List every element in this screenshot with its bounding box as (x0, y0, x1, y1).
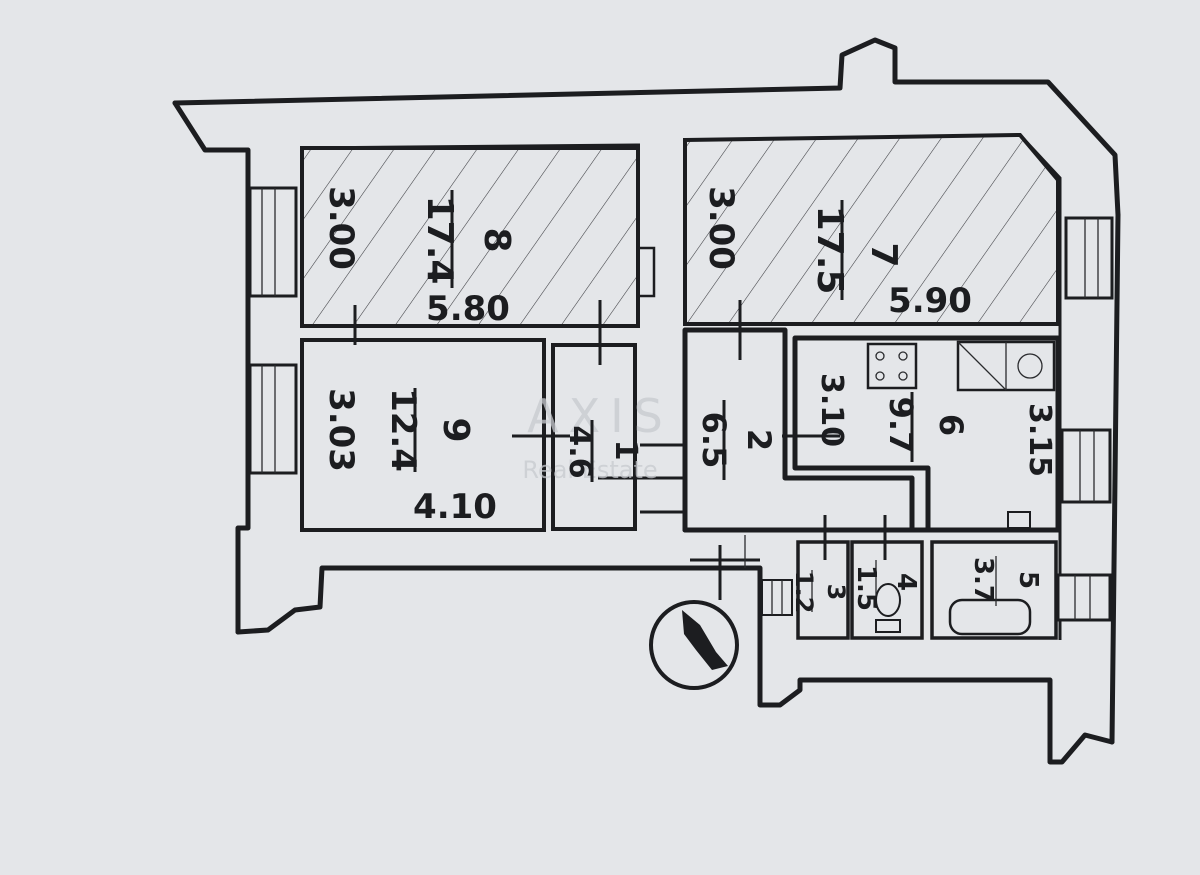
room-2-number: 2 (740, 429, 778, 451)
room-7-area: 17.5 (809, 206, 850, 295)
room-8-area: 17.4 (419, 196, 460, 285)
lower-block (682, 527, 1061, 640)
door-marks (353, 300, 887, 600)
watermark-sub: Real Estate (522, 456, 657, 484)
stove-icon (866, 342, 918, 390)
room-3-number: 3 (822, 584, 850, 601)
room-7-length: 5.90 (888, 281, 972, 321)
sink-icon (956, 340, 1056, 392)
room-6-number: 6 (932, 414, 970, 436)
room-1-number: 1 (608, 440, 643, 461)
room-8-length: 5.80 (426, 289, 510, 329)
watermark-brand: AXIS (527, 389, 673, 443)
room-9-length: 4.10 (413, 487, 497, 527)
room-9-area: 12.4 (383, 388, 423, 472)
room-8-width: 3.00 (321, 186, 361, 270)
windows (248, 186, 1114, 622)
room-6-length: 3.10 (814, 373, 849, 447)
room-5-area: 3.7 (968, 557, 998, 603)
room-6-width: 3.15 (1022, 403, 1057, 477)
bathtub-icon (948, 511, 1032, 636)
room-7-width: 3.00 (701, 186, 741, 270)
room-8-number: 8 (476, 227, 517, 252)
room-4-area: 1.5 (851, 565, 881, 611)
room-4-number: 4 (891, 573, 921, 591)
room-6-area: 9.7 (882, 397, 920, 454)
room-9-number: 9 (435, 417, 476, 442)
room-5-number: 5 (1013, 571, 1043, 589)
compass-circle-icon (649, 600, 739, 690)
room-1-area: 4.6 (562, 425, 597, 478)
room-3-area: 1.2 (790, 571, 818, 614)
watermark: AXIS Real Estate (522, 389, 673, 484)
room-7 (683, 132, 1060, 326)
room-2-area: 6.5 (695, 412, 733, 469)
room-9-width: 3.03 (321, 388, 361, 472)
room-8 (300, 146, 656, 328)
room-7-number: 7 (863, 242, 904, 267)
